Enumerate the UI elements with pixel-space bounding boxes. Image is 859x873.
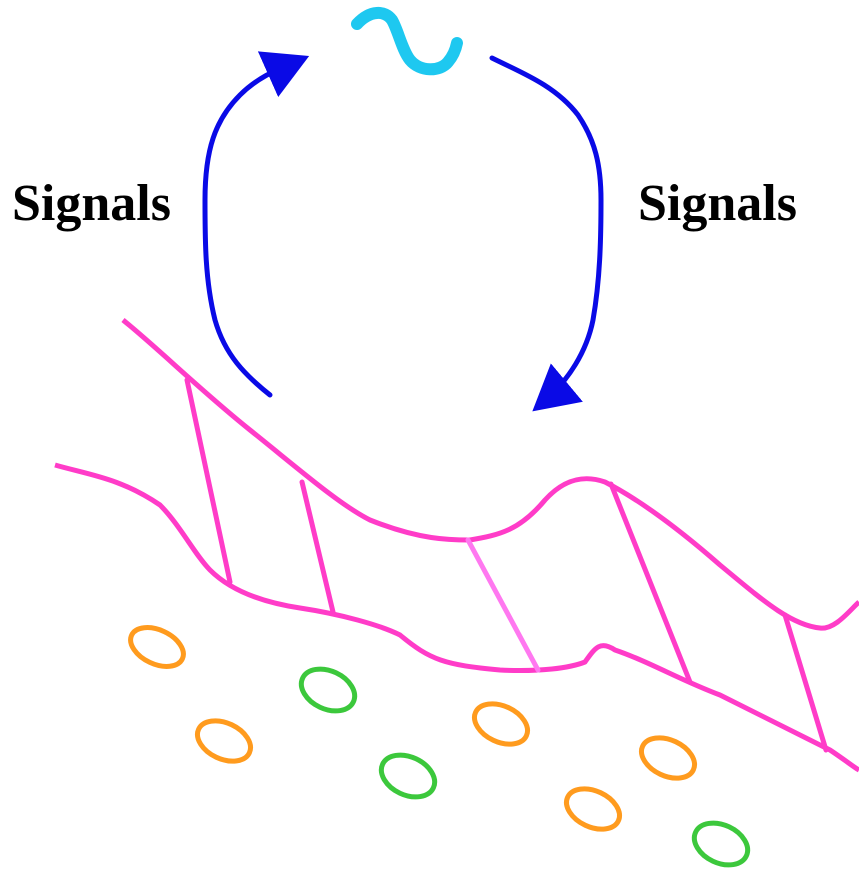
right-curved-arrow-icon [489,55,604,412]
orange-molecule-icon [564,786,622,832]
green-molecule-icon [298,666,358,714]
green-molecules [298,666,751,868]
signals-label-left: Signals [12,175,171,232]
green-molecule-icon [691,820,751,868]
dna-lower-backbone [54,462,859,773]
orange-molecule-icon [195,718,253,764]
left-curved-arrow-icon [202,51,310,398]
dna-rung [782,612,829,753]
orange-molecule-icon [128,625,186,669]
signals-label-right: Signals [638,175,797,232]
dna-rung [608,481,693,685]
signal-molecule-icon [351,7,463,76]
dna-ladder-icon [54,318,859,773]
dna-rung [184,377,233,585]
orange-molecule-icon [639,735,697,781]
orange-molecules [128,625,697,832]
green-molecule-icon [378,752,438,800]
dna-rung [299,479,336,615]
dna-upper-backbone [121,318,859,631]
orange-molecule-icon [472,701,530,747]
dna-rung-highlight [465,537,541,673]
